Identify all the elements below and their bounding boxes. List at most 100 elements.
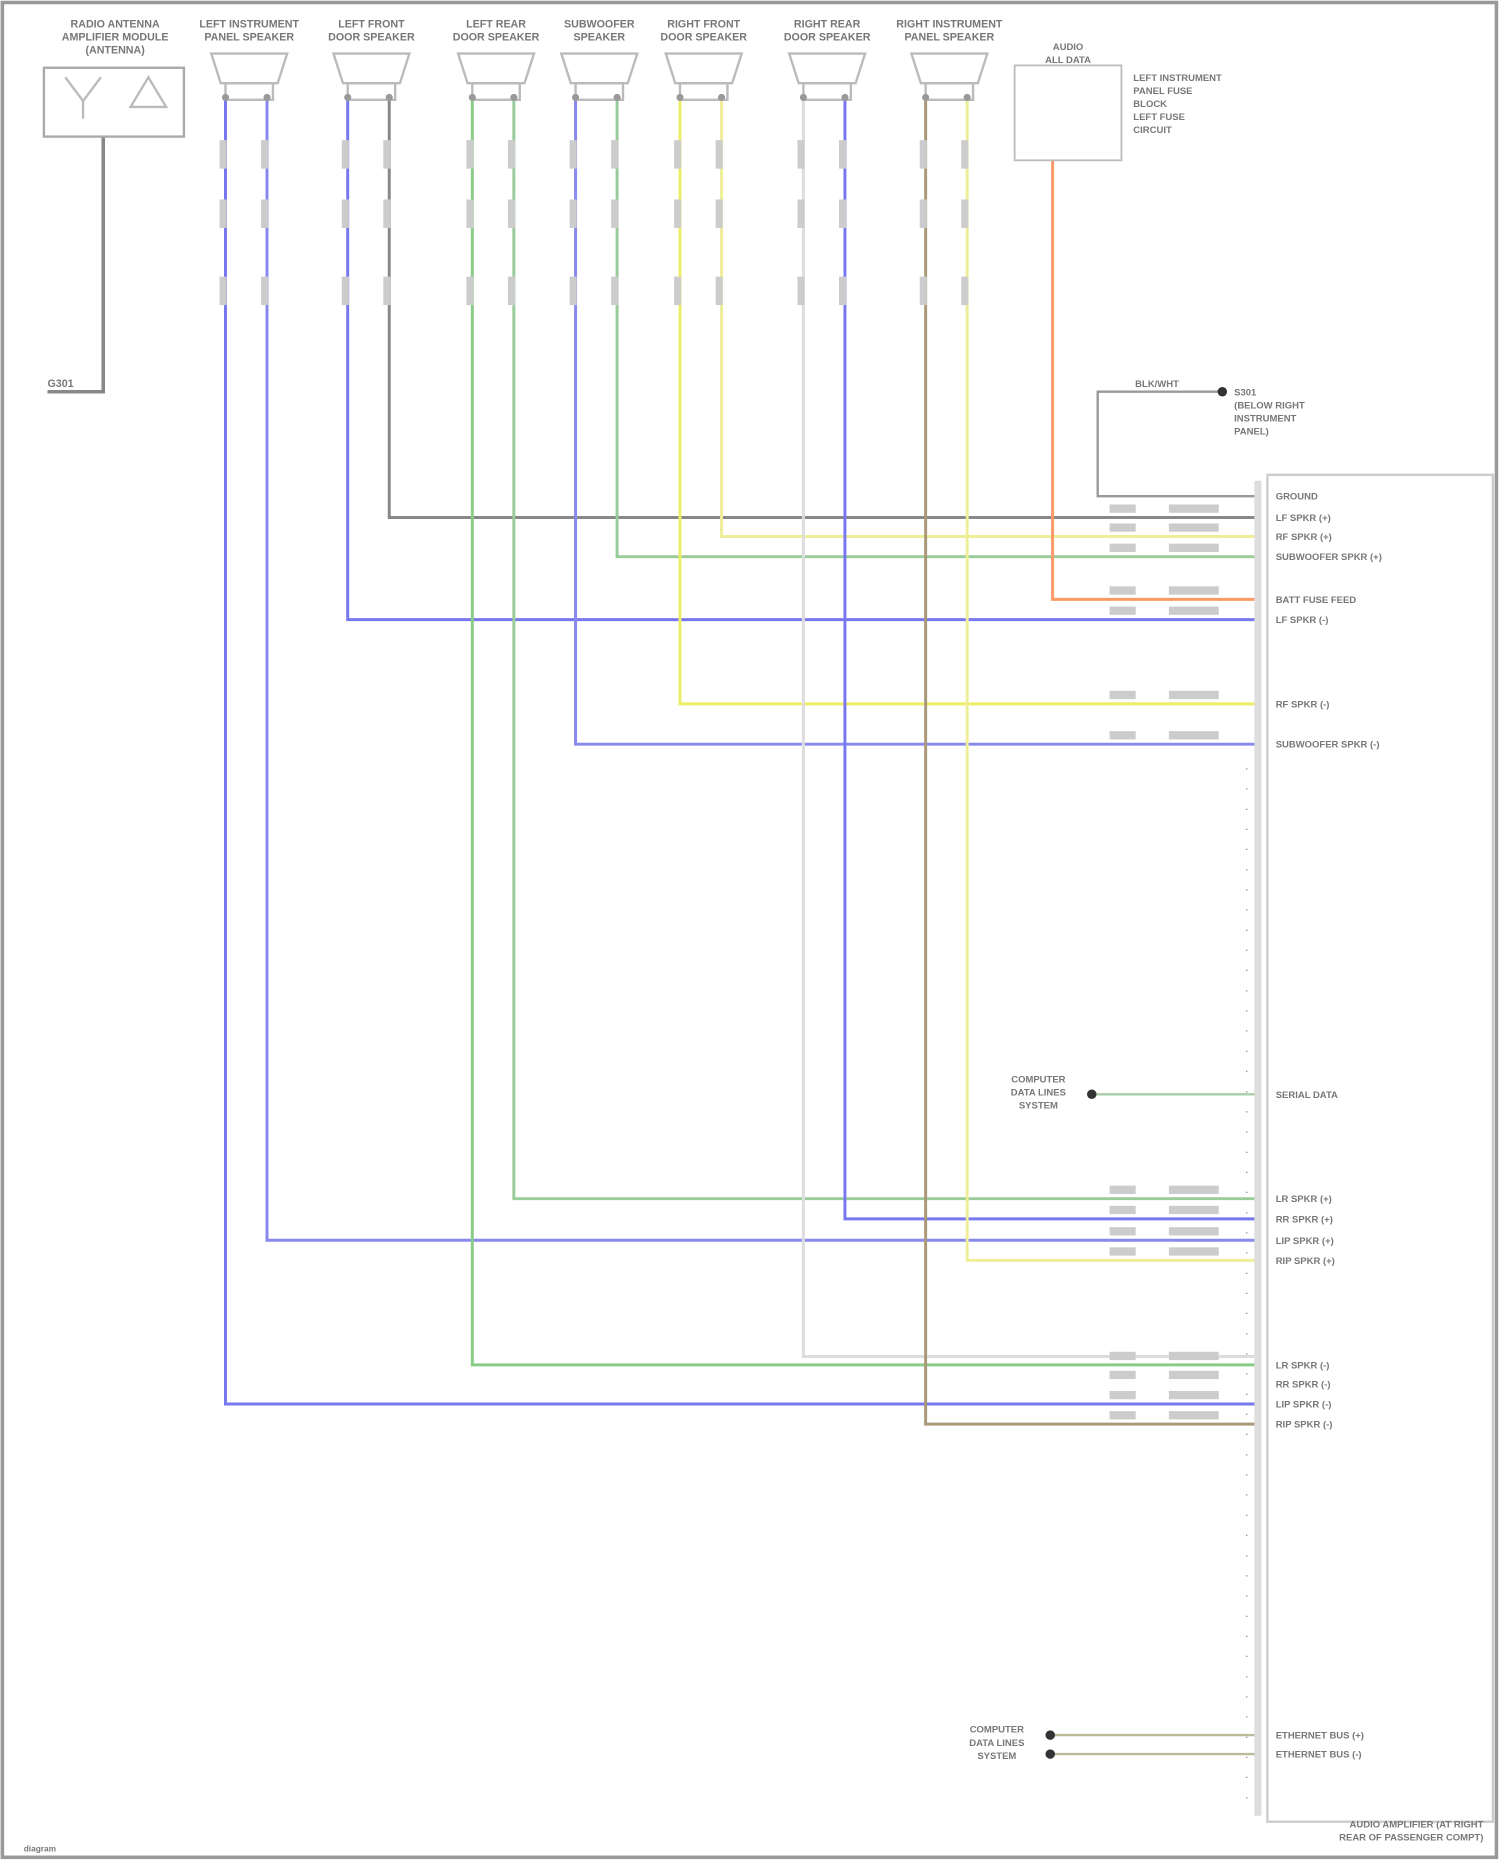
terminal-dot [922,94,929,101]
pin-number-mark: · [1246,864,1249,874]
ground-splice-label: (BELOW RIGHT [1234,400,1305,411]
speaker-label: RIGHT FRONT [667,18,740,30]
speaker-label: DOOR SPEAKER [453,31,540,43]
pin-function-label: SUBWOOFER SPKR (-) [1276,740,1380,751]
wire-color-mark [1169,504,1219,512]
circuit-number-mark [1110,1371,1136,1379]
wire-color-mark [1169,1391,1219,1399]
speaker-wire [576,97,1258,744]
data-link-dot [1045,1749,1054,1758]
wire-label-mark [383,199,390,227]
terminal-dot [964,94,971,101]
wire-label-mark [261,140,268,168]
wire-label-mark [839,199,846,227]
circuit-number-mark [1110,504,1136,512]
wire-label-mark [716,140,723,168]
pin-number-mark: · [1246,1006,1249,1016]
ground-wire-label: BLK/WHT [1135,379,1179,390]
wire-label-mark [961,199,968,227]
antenna-icon [65,77,166,119]
speaker-icon [561,54,637,84]
pin-number-mark: · [1246,1268,1249,1278]
wire-label-mark [839,140,846,168]
pin-number-mark: · [1246,1349,1249,1359]
pin-number-mark: · [1246,1389,1249,1399]
speaker-wire [267,97,1258,1240]
data-link-label: SYSTEM [1019,1101,1058,1112]
wire-label-mark [611,277,618,305]
circuit-number-mark [1110,691,1136,699]
fuse-block-label: CIRCUIT [1133,125,1172,136]
wire-color-mark [1169,586,1219,594]
circuit-number-mark [1110,1391,1136,1399]
speaker-7 [911,54,987,100]
data-link-dot [1087,1090,1096,1099]
circuit-number-mark [1110,607,1136,615]
wire-label-mark [508,199,515,227]
wire-label-mark [383,140,390,168]
wire-label-mark [383,277,390,305]
terminal-dot [386,94,393,101]
terminal-dot [572,94,579,101]
pin-number-mark: · [1246,1409,1249,1419]
wire-color-mark [1169,1352,1219,1360]
wire-label-mark [466,199,473,227]
pin-number-mark: · [1246,1671,1249,1681]
speaker-wire [225,97,1257,1404]
pin-number-mark: · [1246,965,1249,975]
pin-number-mark: · [1246,1732,1249,1742]
pin-function-label: LIP SPKR (-) [1276,1400,1332,1411]
pin-number-mark: · [1246,1106,1249,1116]
wire-color-mark [1169,1247,1219,1255]
speaker-icon [458,54,534,84]
pin-number-mark: · [1246,1752,1249,1762]
pin-number-mark: · [1246,1570,1249,1580]
antenna-label: (ANTENNA) [85,45,145,57]
wire-label-mark [570,140,577,168]
pin-number-mark: · [1246,1288,1249,1298]
pin-function-label: RR SPKR (+) [1276,1214,1333,1225]
terminal-dot [510,94,517,101]
circuit-number-mark [1110,544,1136,552]
terminal-dot [614,94,621,101]
data-link-label: DATA LINES [1011,1087,1066,1098]
terminal-dot [222,94,229,101]
pin-number-mark: · [1246,1530,1249,1540]
fuse-block-box [1015,65,1122,160]
fuse-block-label: BLOCK [1133,99,1167,110]
wire-label-mark [920,277,927,305]
pin-number-mark: · [1246,1631,1249,1641]
wire-label-mark [570,277,577,305]
circuit-number-mark [1110,1247,1136,1255]
pin-number-mark: · [1246,1248,1249,1258]
speaker-label: LEFT REAR [466,18,526,30]
speaker-wire [472,97,1258,1364]
pin-function-label: ETHERNET BUS (-) [1276,1750,1362,1761]
pin-number-mark: · [1246,1086,1249,1096]
wire-color-mark [1169,1227,1219,1235]
pin-number-mark: · [1246,1308,1249,1318]
circuit-number-mark [1110,1411,1136,1419]
pin-number-mark: · [1246,1712,1249,1722]
speaker-label: LEFT INSTRUMENT [199,18,299,30]
speaker-icon [333,54,409,84]
ground-splice-label: S301 [1234,387,1257,398]
pin-function-label: RF SPKR (+) [1276,532,1332,543]
pin-function-label: RIP SPKR (+) [1276,1256,1335,1267]
pin-function-label: RF SPKR (-) [1276,699,1330,710]
speaker-wire [514,97,1258,1198]
wire-color-mark [1169,523,1219,531]
wire-label-mark [611,140,618,168]
pin-number-mark: · [1246,1328,1249,1338]
speaker-icon [789,54,865,84]
wire-label-mark [611,199,618,227]
pin-function-label: SUBWOOFER SPKR (+) [1276,552,1382,563]
wire-color-mark [1169,1371,1219,1379]
pin-number-mark: · [1246,1490,1249,1500]
speaker-label: DOOR SPEAKER [784,31,871,43]
circuit-number-mark [1110,1206,1136,1214]
pin-number-mark: · [1246,784,1249,794]
ground-label: G301 [47,378,73,390]
